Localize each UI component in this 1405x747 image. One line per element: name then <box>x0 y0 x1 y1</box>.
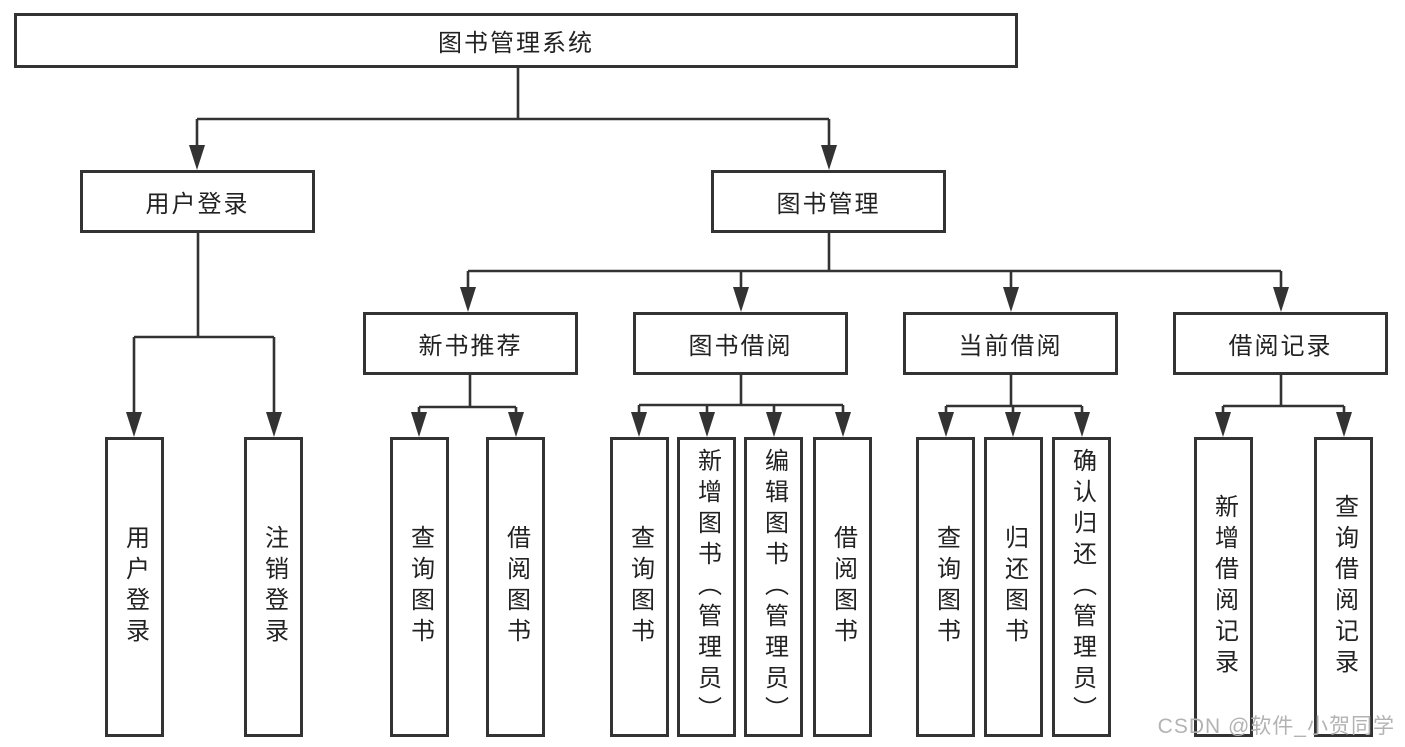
arrowhead-icon <box>508 412 524 437</box>
arrowhead-icon <box>1003 287 1019 312</box>
leaf-bb-add-book-label: 新增图书（管理员） <box>693 447 721 727</box>
leaf-cb-query-book: 查询图书 <box>916 437 975 737</box>
connector-user-login <box>126 233 282 437</box>
leaf-br-query-record: 查询借阅记录 <box>1314 437 1373 737</box>
node-user-login-label: 用户登录 <box>145 191 250 218</box>
leaf-cb-query-book-label: 查询图书 <box>932 525 960 649</box>
connector-borrow-record <box>1215 375 1352 437</box>
connector-book-mgmt <box>460 233 1289 312</box>
leaf-rec-query-book-label: 查询图书 <box>406 525 434 649</box>
arrowhead-icon <box>938 412 954 437</box>
leaf-bb-query-book: 查询图书 <box>610 437 669 737</box>
leaf-bb-edit-book: 编辑图书（管理员） <box>744 437 803 737</box>
arrowhead-icon <box>766 412 782 437</box>
node-new-book-rec-label: 新书推荐 <box>418 333 523 360</box>
arrowhead-icon <box>1074 412 1090 437</box>
leaf-rec-borrow-book: 借阅图书 <box>486 437 545 737</box>
leaf-bb-edit-book-label: 编辑图书（管理员） <box>760 447 788 727</box>
leaf-br-add-record-label: 新增借阅记录 <box>1210 494 1238 680</box>
connector-new-book-rec <box>411 375 524 437</box>
node-current-borrow-label: 当前借阅 <box>958 333 1063 360</box>
leaf-bb-add-book: 新增图书（管理员） <box>677 437 736 737</box>
node-book-borrow-label: 图书借阅 <box>688 333 793 360</box>
node-book-borrow: 图书借阅 <box>633 312 848 375</box>
arrowhead-icon <box>1005 412 1021 437</box>
leaf-bb-query-book-label: 查询图书 <box>626 525 654 649</box>
arrowhead-icon <box>821 145 837 170</box>
leaf-rec-query-book: 查询图书 <box>390 437 449 737</box>
leaf-br-query-record-label: 查询借阅记录 <box>1330 494 1358 680</box>
arrowhead-icon <box>1273 287 1289 312</box>
connector-root <box>189 66 837 170</box>
leaf-logout: 注销登录 <box>244 437 303 737</box>
node-borrow-record: 借阅记录 <box>1173 312 1388 375</box>
node-book-mgmt: 图书管理 <box>711 170 946 233</box>
leaf-login: 用户登录 <box>105 437 164 737</box>
arrowhead-icon <box>835 412 851 437</box>
node-user-login: 用户登录 <box>80 170 315 233</box>
leaf-cb-return-book-label: 归还图书 <box>1000 525 1028 649</box>
leaf-rec-borrow-book-label: 借阅图书 <box>502 525 530 649</box>
node-root-label: 图书管理系统 <box>438 30 594 57</box>
arrowhead-icon <box>1215 412 1231 437</box>
arrowhead-icon <box>189 145 205 170</box>
leaf-cb-confirm-return: 确认归还（管理员） <box>1052 437 1111 737</box>
arrowhead-icon <box>126 412 142 437</box>
arrowhead-icon <box>411 412 427 437</box>
connector-current-borrow <box>938 375 1090 437</box>
arrowhead-icon <box>1336 412 1352 437</box>
connector-book-borrow <box>631 375 851 437</box>
node-new-book-rec: 新书推荐 <box>363 312 578 375</box>
leaf-br-add-record: 新增借阅记录 <box>1194 437 1253 737</box>
arrowhead-icon <box>266 412 282 437</box>
node-book-mgmt-label: 图书管理 <box>776 191 881 218</box>
leaf-cb-return-book: 归还图书 <box>984 437 1043 737</box>
leaf-bb-borrow-book: 借阅图书 <box>813 437 872 737</box>
csdn-watermark: CSDN @软件_小贺同学 <box>1157 715 1395 738</box>
arrowhead-icon <box>631 412 647 437</box>
leaf-cb-confirm-return-label: 确认归还（管理员） <box>1068 447 1096 727</box>
node-root: 图书管理系统 <box>14 13 1018 68</box>
arrowhead-icon <box>733 287 749 312</box>
leaf-bb-borrow-book-label: 借阅图书 <box>829 525 857 649</box>
arrowhead-icon <box>699 412 715 437</box>
arrowhead-icon <box>460 287 476 312</box>
node-borrow-record-label: 借阅记录 <box>1228 333 1333 360</box>
leaf-login-label: 用户登录 <box>121 525 149 649</box>
leaf-logout-label: 注销登录 <box>260 525 288 649</box>
node-current-borrow: 当前借阅 <box>903 312 1118 375</box>
